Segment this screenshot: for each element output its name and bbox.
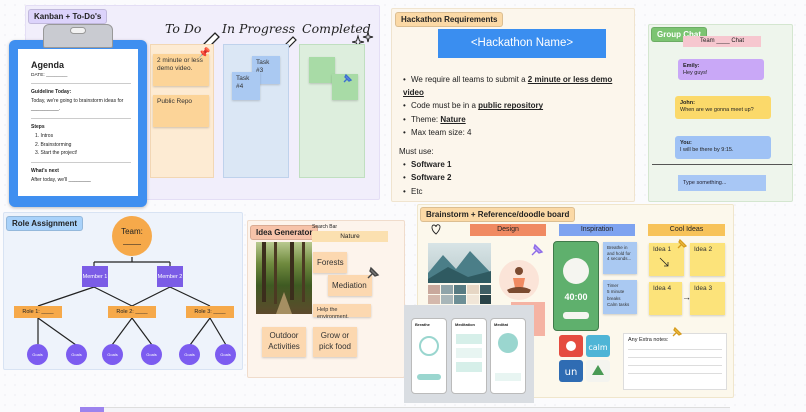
inspiration-header[interactable]: Inspiration xyxy=(559,224,635,236)
goal-node-5[interactable]: Goals xyxy=(179,344,200,365)
member-2-node[interactable]: Member 2 xyxy=(157,266,183,287)
hackathon-frame-label[interactable]: Hackathon Requirements xyxy=(395,12,504,27)
pin-purple-icon xyxy=(530,243,544,257)
agenda-title: Agenda xyxy=(31,60,65,70)
chat-title: Team ____ Chat xyxy=(683,36,761,47)
chat-message-emily: Emily:Hey guys! xyxy=(678,59,764,80)
role-1-node[interactable]: Role 1: ____ xyxy=(14,306,62,318)
color-palette xyxy=(428,285,491,305)
must-use-heading: Must use: xyxy=(399,147,434,157)
phone-meditat: Meditat xyxy=(490,318,526,394)
max-team-size: Max team size: 4 xyxy=(411,127,472,137)
svg-text:calm: calm xyxy=(588,343,608,352)
arrow-right-icon: → xyxy=(682,292,691,302)
timer-readout: 40:00 xyxy=(564,292,588,302)
completed-note-2[interactable] xyxy=(332,74,358,100)
meditation-illustration xyxy=(497,258,541,302)
member-1-node[interactable]: Member 1 xyxy=(82,266,108,287)
agenda-date: DATE: ________ xyxy=(31,73,68,78)
idea-sticky-forests[interactable]: Forests xyxy=(313,252,347,273)
idea-sticky-mediation[interactable]: Mediation xyxy=(328,275,372,296)
search-bar-input[interactable]: Nature xyxy=(312,231,388,242)
pushpin-icon xyxy=(365,265,381,281)
todo-note-public-repo[interactable]: Public Repo xyxy=(153,95,209,127)
breathe-note[interactable]: Breathe in and hold for 4 seconds... xyxy=(603,242,637,274)
pin-icon: 📌 xyxy=(198,48,211,59)
idea-1-sticky[interactable]: Idea 1 xyxy=(649,243,684,276)
guideline-text: Today, we're going to brainstorm ideas f… xyxy=(31,98,124,112)
tool-etc: Etc xyxy=(411,186,423,196)
cool-ideas-header[interactable]: Cool Ideas xyxy=(648,224,725,236)
svg-text:un: un xyxy=(565,367,578,378)
step-3: 3. Start the project! xyxy=(35,150,78,156)
extra-notes-label: Any Extra notes: xyxy=(628,337,669,343)
team-node[interactable]: Team: ____ xyxy=(112,216,152,256)
step-2: 2. Brainstorming xyxy=(35,141,72,148)
goal-node-4[interactable]: Goals xyxy=(141,344,162,365)
chat-message-john: John:When are we gonna meet up? xyxy=(675,96,771,119)
goal-node-6[interactable]: Goals xyxy=(215,344,236,365)
tool-software-1: Software 1 xyxy=(411,160,452,170)
idea-2-sticky[interactable]: Idea 2 xyxy=(690,243,725,276)
next-heading: What's next xyxy=(31,167,59,174)
next-text: After today, we'll ________ xyxy=(31,176,91,183)
search-bar-label: Search Bar xyxy=(312,224,338,230)
step-1: 1. Intros xyxy=(35,133,54,139)
bottom-frame-hint xyxy=(80,407,730,412)
guideline-heading: Guideline Today: xyxy=(31,89,72,95)
role-tree-lines xyxy=(37,257,227,346)
timer-app-screenshot: 40:00 xyxy=(553,241,599,331)
pin-yellow-icon xyxy=(676,238,688,250)
idea-sticky-grow-food[interactable]: Grow or pick food xyxy=(313,327,357,357)
theme-link[interactable]: Nature xyxy=(440,114,466,124)
extra-notes-card[interactable]: Any Extra notes: xyxy=(623,333,727,390)
completed-column-title: Completed xyxy=(302,21,371,36)
bottom-frame-label-hint xyxy=(80,407,104,412)
timer-note[interactable]: Timer 5 minute breaks Calm tasks xyxy=(603,280,637,314)
kanban-frame-label[interactable]: Kanban + To-Do's xyxy=(28,9,108,24)
todo-column-title: To Do xyxy=(165,21,202,36)
role-assignment-label[interactable]: Role Assignment xyxy=(6,216,84,231)
demo-video-link[interactable]: 2 minute or less demo video xyxy=(403,75,613,98)
clipboard-clip-hole xyxy=(70,27,86,34)
requirements-list: •We require all teams to submit a 2 minu… xyxy=(399,73,633,198)
heart-doodle-icon xyxy=(430,222,442,236)
steps-heading: Steps xyxy=(31,124,45,130)
phone-meditation: Meditation xyxy=(451,318,487,394)
agenda-paper xyxy=(18,49,138,196)
idea-sticky-help-environment[interactable]: Help the environment. xyxy=(313,304,371,320)
goal-node-1[interactable]: Goals xyxy=(27,344,48,365)
forest-photo xyxy=(256,242,312,314)
role-2-node[interactable]: Role 2: ____ xyxy=(108,306,156,318)
idea-generator-label[interactable]: Idea Generator xyxy=(250,225,319,240)
team-node-label: Team: ____ xyxy=(121,227,143,245)
progress-column-title: In Progress xyxy=(222,21,296,36)
agenda-content: Agenda DATE: ________ Guideline Today: T… xyxy=(31,60,131,183)
mountain-landscape-image xyxy=(428,243,491,283)
idea-4-sticky[interactable]: Idea 4 xyxy=(649,282,682,315)
goal-node-3[interactable]: Goals xyxy=(102,344,123,365)
role-3-node[interactable]: Role 3: ____ xyxy=(186,306,234,318)
pin-blue-icon xyxy=(342,72,354,84)
completed-note[interactable] xyxy=(309,57,335,83)
pin-gold-icon xyxy=(671,326,683,338)
phone-breathe: Breathe xyxy=(411,318,447,394)
brainstorm-frame-label[interactable]: Brainstorm + Reference/doodle board xyxy=(420,207,576,222)
goal-node-2[interactable]: Goals xyxy=(66,344,87,365)
todo-note-demo-video[interactable]: 2 minute or less demo video. xyxy=(153,54,209,86)
idea-3-sticky[interactable]: Idea 3 xyxy=(690,282,725,315)
chat-divider xyxy=(652,164,792,165)
task-note-4[interactable]: Task #4 xyxy=(232,72,260,100)
chat-input[interactable]: Type something... xyxy=(678,175,766,191)
app-icons-grid: calm un xyxy=(559,335,611,383)
chat-message-you: You:I will be there by 9:15. xyxy=(675,136,771,159)
idea-sticky-outdoor-activities[interactable]: Outdoor Activities xyxy=(262,327,306,357)
tool-software-2: Software 2 xyxy=(411,173,452,183)
arrow-doodle-icon xyxy=(658,256,670,268)
design-header[interactable]: Design xyxy=(470,224,546,236)
hackathon-name-banner[interactable]: <Hackathon Name> xyxy=(438,29,606,58)
public-repo-link[interactable]: public repository xyxy=(478,101,544,111)
